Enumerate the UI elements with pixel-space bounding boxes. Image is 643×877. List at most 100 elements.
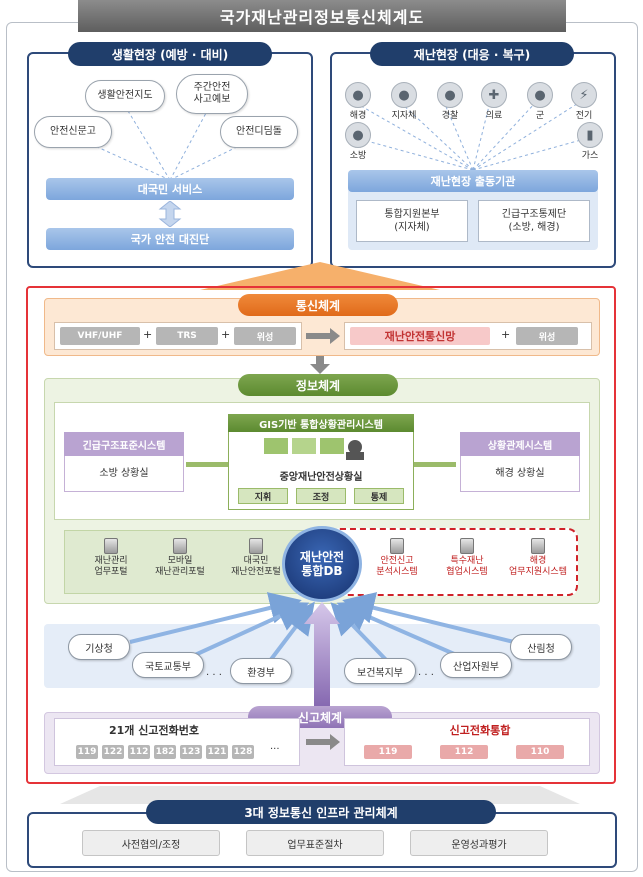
bubble-label: 주간안전 사고예보 <box>193 82 231 105</box>
system-coast-guard[interactable]: 해경 업무지원시스템 <box>500 538 576 578</box>
police-icon: ● <box>437 82 463 108</box>
portal-mobile[interactable]: 모바일 재난관리포털 <box>140 538 220 578</box>
fire-control-room: 소방 상황실 <box>99 468 149 479</box>
agency-env[interactable]: 환경부 <box>230 658 292 684</box>
plus-sign: + <box>501 328 511 341</box>
gas-pump-icon: ▮ <box>577 122 603 148</box>
infra-header: 3대 정보통신 인프라 관리체계 <box>146 800 496 824</box>
report-integrated-number: 119 <box>364 745 412 759</box>
comm-header: 통신체계 <box>238 294 398 316</box>
daily-site-header: 생활현장 (예방 · 대비) <box>68 42 272 66</box>
bubble-label: 안전신문고 <box>50 126 96 137</box>
portal-disaster-mgmt[interactable]: 재난관리 업무포털 <box>76 538 146 578</box>
gis-tab-command[interactable]: 지휘 <box>238 488 288 504</box>
report-number: 119 <box>76 745 98 759</box>
coast-guard-control-room: 해경 상황실 <box>495 468 545 479</box>
ambulance-icon: ✚ <box>481 82 507 108</box>
double-arrow-icon <box>158 200 182 228</box>
bubble-label: 안전디딤돌 <box>236 126 282 137</box>
agency-kma[interactable]: 기상청 <box>68 634 130 660</box>
report-integrated-number: 112 <box>440 745 488 759</box>
server-icon <box>104 538 118 554</box>
gis-system-title: GIS기반 통합상황관리시스템 <box>228 414 414 432</box>
agency-arrows <box>129 592 515 668</box>
chip-trs: TRS <box>156 327 218 345</box>
plus-sign: + <box>221 328 231 341</box>
emergency-rescue-control[interactable]: 긴급구조통제단 (소방, 해경) <box>478 200 590 242</box>
person-icon: ● <box>345 82 371 108</box>
public-service-bar: 대국민 서비스 <box>46 178 294 200</box>
report-number: 122 <box>102 745 124 759</box>
server-icon <box>173 538 187 554</box>
bubble-weekly-forecast[interactable]: 주간안전 사고예보 <box>176 74 248 114</box>
agency-molit[interactable]: 국토교통부 <box>132 652 204 678</box>
disaster-site-lines <box>353 101 589 171</box>
plus-sign: + <box>143 328 153 341</box>
server-icon <box>460 538 474 554</box>
report-number: 121 <box>206 745 228 759</box>
agency-icon-medical[interactable]: ✚ 의료 <box>476 82 512 121</box>
info-header: 정보체계 <box>238 374 398 396</box>
report-up-arrow <box>304 602 340 722</box>
report-left-title: 21개 신고전화번호 <box>109 724 199 737</box>
person-icon: ● <box>391 82 417 108</box>
situation-control-system-title: 상황관제시스템 <box>460 432 580 456</box>
server-icon <box>249 538 263 554</box>
disaster-site-header: 재난현장 (대응 · 복구) <box>370 42 574 66</box>
dispatch-agencies-bar: 재난현장 출동기관 <box>348 170 598 192</box>
down-arrow-icon <box>310 356 330 374</box>
chip-satellite-new: 위성 <box>516 327 578 345</box>
connector-line <box>414 462 456 467</box>
server-icon <box>390 538 404 554</box>
agency-icon-military[interactable]: ● 군 <box>522 82 558 121</box>
upward-arrow <box>200 262 440 290</box>
agency-icon-fire[interactable]: ● 소방 <box>340 122 376 161</box>
infra-prior-consultation[interactable]: 사전협의/조정 <box>82 830 220 856</box>
bubble-label: 생활안전지도 <box>97 90 153 101</box>
national-inspection-bar: 국가 안전 대진단 <box>46 228 294 250</box>
infra-performance-evaluation[interactable]: 운영성과평가 <box>410 830 548 856</box>
emergency-rescue-system-title: 긴급구조표준시스템 <box>64 432 184 456</box>
page-title: 국가재난관리정보통신체계도 <box>78 0 566 32</box>
report-number: 112 <box>128 745 150 759</box>
report-number: 182 <box>154 745 176 759</box>
bubble-safety-map[interactable]: 생활안전지도 <box>85 80 165 112</box>
connector-line <box>186 462 228 467</box>
central-control-room: 중앙재난안전상황실 <box>279 472 363 483</box>
gis-tab-coordinate[interactable]: 조정 <box>296 488 346 504</box>
report-right-title: 신고전화통합 <box>449 724 511 737</box>
agency-health[interactable]: 보건복지부 <box>344 658 416 684</box>
agency-icon-electric[interactable]: ⚡ 전기 <box>566 82 602 121</box>
system-special-disaster[interactable]: 특수재난 협업시스템 <box>432 538 502 578</box>
server-icon <box>531 538 545 554</box>
gis-tab-control[interactable]: 통제 <box>354 488 404 504</box>
report-number: 128 <box>232 745 254 759</box>
agency-icon-local-gov[interactable]: ● 지자체 <box>386 82 422 121</box>
bubble-safety-steppingstone[interactable]: 안전디딤돌 <box>220 116 298 148</box>
core-system-frame <box>26 286 616 784</box>
agency-icon-coast-guard[interactable]: ● 해경 <box>340 82 376 121</box>
portal-public[interactable]: 대국민 재난안전포털 <box>216 538 296 578</box>
system-safety-report[interactable]: 안전신고 분석시스템 <box>362 538 432 578</box>
agency-icon-police[interactable]: ● 경찰 <box>432 82 468 121</box>
chip-vhf-uhf: VHF/UHF <box>60 327 140 345</box>
ellipsis-left: · · · <box>206 670 222 681</box>
infra-standard-procedure[interactable]: 업무표준절차 <box>246 830 384 856</box>
agency-industry[interactable]: 산업자원부 <box>440 652 512 678</box>
report-more: ··· <box>270 744 280 755</box>
daily-site-lines <box>72 99 260 181</box>
chip-satellite: 위성 <box>234 327 296 345</box>
integrated-db[interactable]: 재난안전 통합DB <box>282 526 362 602</box>
integrated-db-label: 재난안전 통합DB <box>299 550 345 578</box>
agency-icon-gas[interactable]: ▮ 가스 <box>572 122 608 161</box>
ellipsis-right: · · · <box>418 670 434 681</box>
report-integrated-number: 110 <box>516 745 564 759</box>
agency-forest[interactable]: 산림청 <box>510 634 572 660</box>
integrated-support-hq[interactable]: 통합지원본부 (지자체) <box>356 200 468 242</box>
infra-top-shade <box>60 786 580 804</box>
right-arrow-icon <box>306 734 340 750</box>
firefighter-icon: ● <box>345 122 371 148</box>
bubble-safety-report[interactable]: 안전신문고 <box>34 116 112 148</box>
control-room-icon <box>262 436 382 460</box>
right-arrow-icon <box>306 328 340 344</box>
